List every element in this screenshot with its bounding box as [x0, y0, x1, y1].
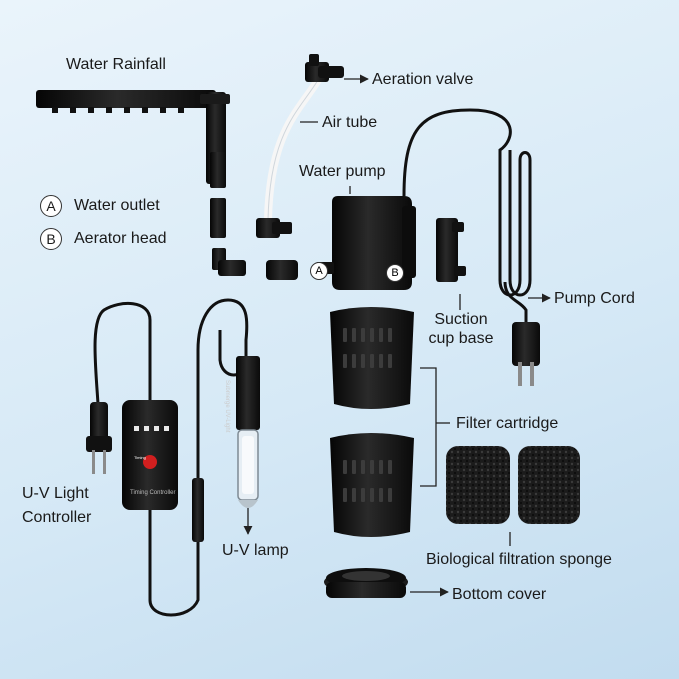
label-water-rainfall: Water Rainfall [66, 56, 166, 73]
sponge-right [518, 446, 580, 524]
aerator-marker: B [386, 264, 404, 282]
label-uv-line2: Controller [22, 509, 92, 527]
label-water-pump: Water pump [299, 163, 386, 180]
legend-key-a: A [40, 195, 62, 217]
legend-text-water-outlet: Water outlet [74, 197, 160, 214]
uv-controller-box [122, 400, 178, 510]
label-suction-cup-base: Suction cup base [428, 310, 494, 348]
label-bottom-cover: Bottom cover [452, 586, 547, 603]
uv-controller-cord [93, 298, 249, 617]
label-uv-lamp: U-V lamp [222, 542, 289, 559]
outlet-marker: A [310, 262, 328, 280]
lamp-text: Submerge UV-Light [224, 380, 230, 433]
filter-cartridge-upper [330, 307, 414, 409]
pump-plug [512, 322, 540, 386]
sponge-left [446, 446, 510, 524]
label-suction-line2: cup base [428, 330, 494, 348]
label-air-tube: Air tube [322, 114, 378, 131]
label-uv-controller: U-V Light Controller [22, 484, 91, 527]
callout-lines [243, 74, 551, 597]
label-aeration-valve: Aeration valve [372, 71, 474, 88]
uv-lamp [236, 356, 260, 508]
label-filter-cartridge: Filter cartridge [456, 415, 559, 432]
aeration-valve [305, 54, 344, 82]
legend-item-water-outlet: A Water outlet [40, 195, 160, 217]
air-tube [256, 76, 322, 238]
label-pump-cord: Pump Cord [554, 290, 635, 307]
filter-cartridge-lower [330, 433, 414, 537]
suction-cup-base [436, 218, 466, 282]
water-rainfall-bar [36, 90, 230, 184]
legend-item-aerator-head: B Aerator head [40, 228, 167, 250]
legend-text-aerator-head: Aerator head [74, 230, 167, 247]
legend-key-b: B [40, 228, 62, 250]
controller-footer-text: Timing Controller [130, 490, 176, 496]
label-bio-sponge: Biological filtration sponge [426, 551, 612, 568]
bottom-cover [324, 568, 408, 598]
pump-cord [402, 108, 532, 330]
controller-button-text: Timing [134, 455, 146, 460]
pipe-connectors [210, 152, 298, 280]
label-suction-line1: Suction [434, 311, 488, 328]
uv-plug [86, 402, 112, 474]
label-uv-line1: U-V Light [22, 485, 89, 502]
uv-cable-connector [192, 478, 204, 542]
